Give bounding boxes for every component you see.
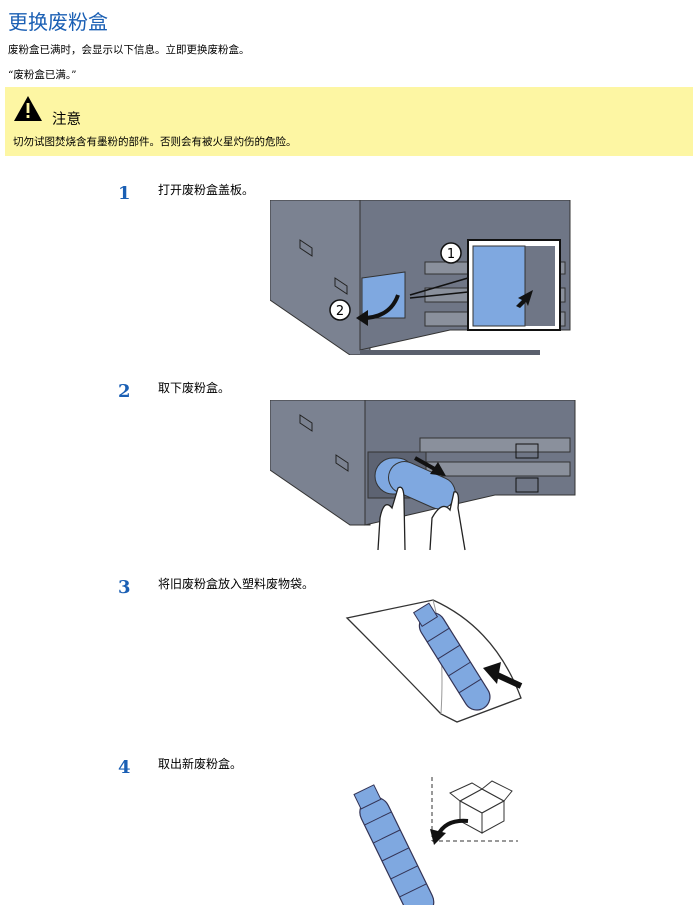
callout-2: 2: [336, 304, 344, 319]
message-text: “废粉盒已满。”: [8, 69, 77, 81]
step-text: 打开废粉盒盖板。: [158, 183, 255, 197]
step-number: 2: [118, 381, 131, 402]
new-box-illustration: [353, 777, 518, 905]
caution-box: 注意 切勿试图焚烧含有墨粉的部件。否则会有被火星灼伤的危险。: [5, 87, 693, 156]
intro-text: 废粉盒已满时，会显示以下信息。立即更换废粉盒。: [8, 44, 250, 56]
caution-body: 切勿试图焚烧含有墨粉的部件。否则会有被火星灼伤的危险。: [13, 136, 297, 148]
step-number: 4: [118, 757, 131, 778]
callout-1: 1: [447, 247, 455, 262]
remove-box-illustration: [270, 400, 576, 551]
warning-triangle-icon: [14, 96, 42, 121]
open-cover-illustration: 1 2: [270, 200, 571, 355]
step-text: 取出新废粉盒。: [158, 757, 243, 771]
step-number: 3: [118, 577, 131, 598]
step-number: 1: [118, 183, 131, 204]
bag-illustration: [345, 599, 523, 723]
caution-heading: 注意: [52, 112, 81, 128]
step-text: 取下废粉盒。: [158, 381, 231, 395]
page-title: 更换废粉盒: [8, 10, 108, 34]
step-text: 将旧废粉盒放入塑料废物袋。: [158, 577, 315, 591]
